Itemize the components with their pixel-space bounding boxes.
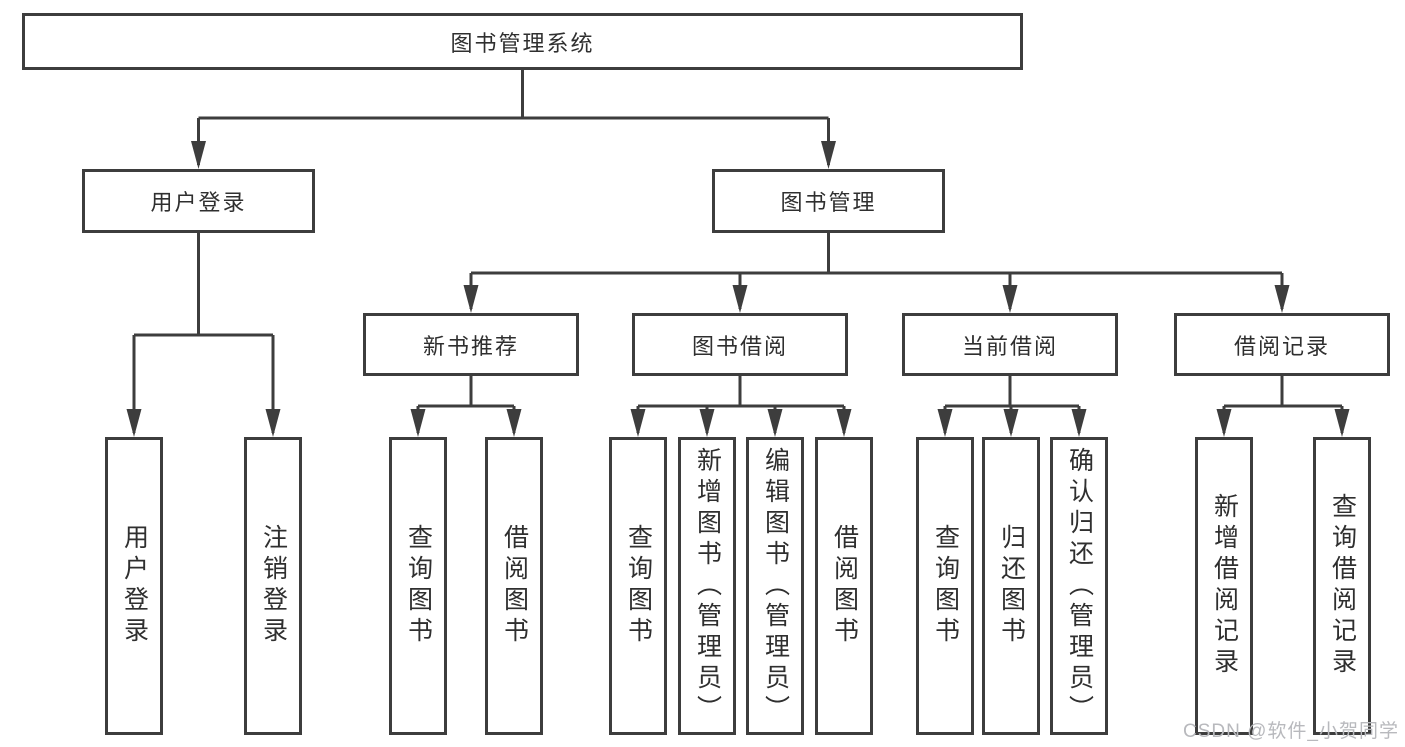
node-label-current-return-book: 归还图书 bbox=[997, 524, 1026, 648]
node-rec-borrow-book: 借阅图书 bbox=[485, 437, 543, 735]
node-label-borrow-add-book: 新增图书（管理员） bbox=[693, 446, 722, 726]
node-records-query-record: 查询借阅记录 bbox=[1313, 437, 1371, 735]
node-label-rec-borrow-book: 借阅图书 bbox=[500, 524, 529, 648]
node-label-book-borrow: 图书借阅 bbox=[691, 333, 788, 359]
node-label-borrow-records: 借阅记录 bbox=[1233, 333, 1330, 359]
node-label-login: 用户登录 bbox=[150, 190, 247, 215]
node-label-current-query-book: 查询图书 bbox=[931, 524, 960, 648]
node-borrow-records: 借阅记录 bbox=[1174, 313, 1390, 376]
node-borrow-query-book: 查询图书 bbox=[609, 437, 667, 735]
node-book-mgmt: 图书管理 bbox=[712, 169, 945, 233]
node-rec-query-book: 查询图书 bbox=[389, 437, 447, 735]
node-label-current-borrow: 当前借阅 bbox=[961, 333, 1058, 359]
node-label-current-confirm-return: 确认归还（管理员） bbox=[1065, 446, 1094, 726]
node-label-rec-query-book: 查询图书 bbox=[404, 524, 433, 648]
node-current-borrow: 当前借阅 bbox=[902, 313, 1118, 376]
node-root: 图书管理系统 bbox=[22, 13, 1023, 70]
node-current-confirm-return: 确认归还（管理员） bbox=[1050, 437, 1108, 735]
node-label-login-logout: 注销登录 bbox=[259, 524, 288, 648]
node-label-borrow-edit-book: 编辑图书（管理员） bbox=[761, 446, 790, 726]
node-records-add-record: 新增借阅记录 bbox=[1195, 437, 1253, 735]
node-label-records-add-record: 新增借阅记录 bbox=[1210, 493, 1239, 679]
node-login: 用户登录 bbox=[82, 169, 315, 233]
node-label-borrow-query-book: 查询图书 bbox=[624, 524, 653, 648]
node-current-return-book: 归还图书 bbox=[982, 437, 1040, 735]
node-borrow-borrow-book: 借阅图书 bbox=[815, 437, 873, 735]
node-current-query-book: 查询图书 bbox=[916, 437, 974, 735]
node-login-logout: 注销登录 bbox=[244, 437, 302, 735]
node-borrow-edit-book: 编辑图书（管理员） bbox=[746, 437, 804, 735]
node-label-new-book-rec: 新书推荐 bbox=[422, 333, 519, 359]
node-label-login-user: 用户登录 bbox=[120, 524, 149, 648]
node-book-borrow: 图书借阅 bbox=[632, 313, 848, 376]
node-borrow-add-book: 新增图书（管理员） bbox=[678, 437, 736, 735]
node-new-book-rec: 新书推荐 bbox=[363, 313, 579, 376]
node-label-records-query-record: 查询借阅记录 bbox=[1328, 493, 1357, 679]
csdn-watermark: CSDN @软件_小贺同学 bbox=[1183, 721, 1399, 742]
node-label-borrow-borrow-book: 借阅图书 bbox=[830, 524, 859, 648]
node-label-book-mgmt: 图书管理 bbox=[780, 190, 877, 215]
node-label-root: 图书管理系统 bbox=[450, 30, 595, 56]
node-login-user: 用户登录 bbox=[105, 437, 163, 735]
